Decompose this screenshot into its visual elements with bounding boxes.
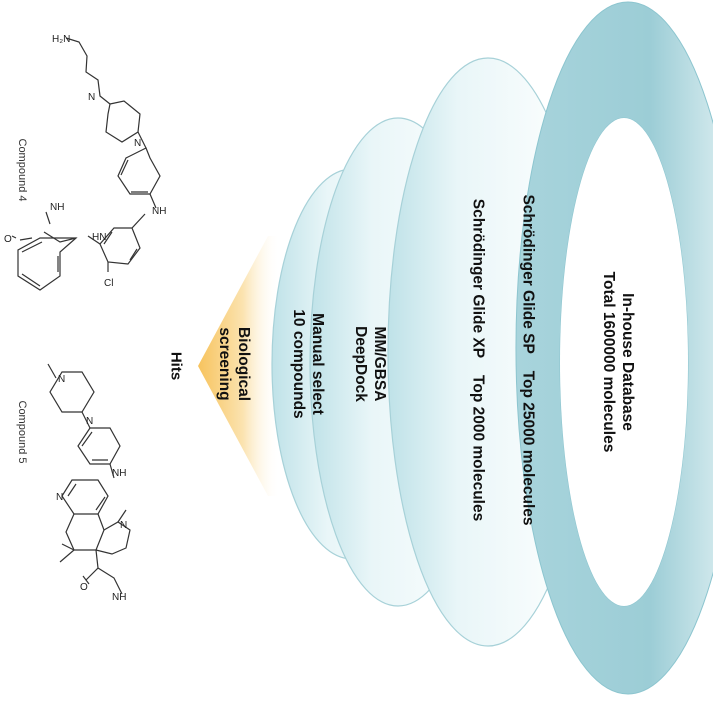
atom-o-5: O [80, 582, 88, 593]
stage-3-line-1: Schrödinger Glide XP Top 2000 molecules [469, 198, 487, 522]
atom-nh-amide: NH [50, 202, 64, 213]
stage-5-line-2: 10 compounds [290, 309, 307, 419]
atom-n-piperazine-5: N [86, 416, 93, 427]
stage-1-line-2: Total 1600000 molecules [600, 271, 617, 453]
screening-cone [198, 236, 280, 496]
atom-hn: HN [92, 232, 106, 243]
stage-label-biological-screening: Biological screening [215, 327, 253, 401]
compound-4-structure [11, 37, 161, 291]
stage-label-glide-xp: Schrödinger Glide XP Top 2000 molecules [469, 199, 488, 521]
stage-label-glide-sp: Schrödinger Glide SP Top 25000 molecules [519, 194, 538, 525]
stage-1-line-1: In-house Database [619, 293, 636, 431]
stage-label-database: In-house Database Total 1600000 molecule… [599, 272, 637, 453]
atom-n-pyrazole: N [120, 520, 127, 531]
atom-cl: Cl [104, 278, 113, 289]
stage-label-mmgbsa: MM/GBSA DeepDock [351, 326, 389, 402]
atom-amine: H₂N [52, 34, 70, 45]
atom-n-pyrimidine: N [56, 492, 63, 503]
atom-n-piperazine-1: N [88, 92, 95, 103]
compound-4-caption: Compound 4 [16, 138, 28, 202]
atom-o: O [4, 234, 12, 245]
stage-6-line-1: Biological [235, 326, 252, 402]
atom-n-methyl-piperazine: N [58, 374, 65, 385]
atom-n-piperazine-2: N [134, 138, 141, 149]
atom-nh-5: NH [112, 468, 126, 479]
atom-nh-aniline: NH [152, 206, 166, 217]
funnel-core-database [560, 118, 688, 606]
stage-2-line-1: Schrödinger Glide SP Top 25000 molecules [519, 194, 537, 526]
compound-5-caption: Compound 5 [16, 400, 28, 464]
stage-5-line-1: Manual select [309, 313, 326, 415]
compound-5-structure [47, 363, 131, 595]
atom-nh-amide-5: NH [112, 592, 126, 603]
stage-4-line-2: DeepDock [352, 326, 369, 402]
stage-6-line-2: screening [216, 327, 233, 401]
stage-label-manual-select: Manual select 10 compounds [289, 309, 327, 418]
stage-4-line-1: MM/GBSA [371, 326, 388, 402]
hits-label: Hits [167, 351, 185, 381]
